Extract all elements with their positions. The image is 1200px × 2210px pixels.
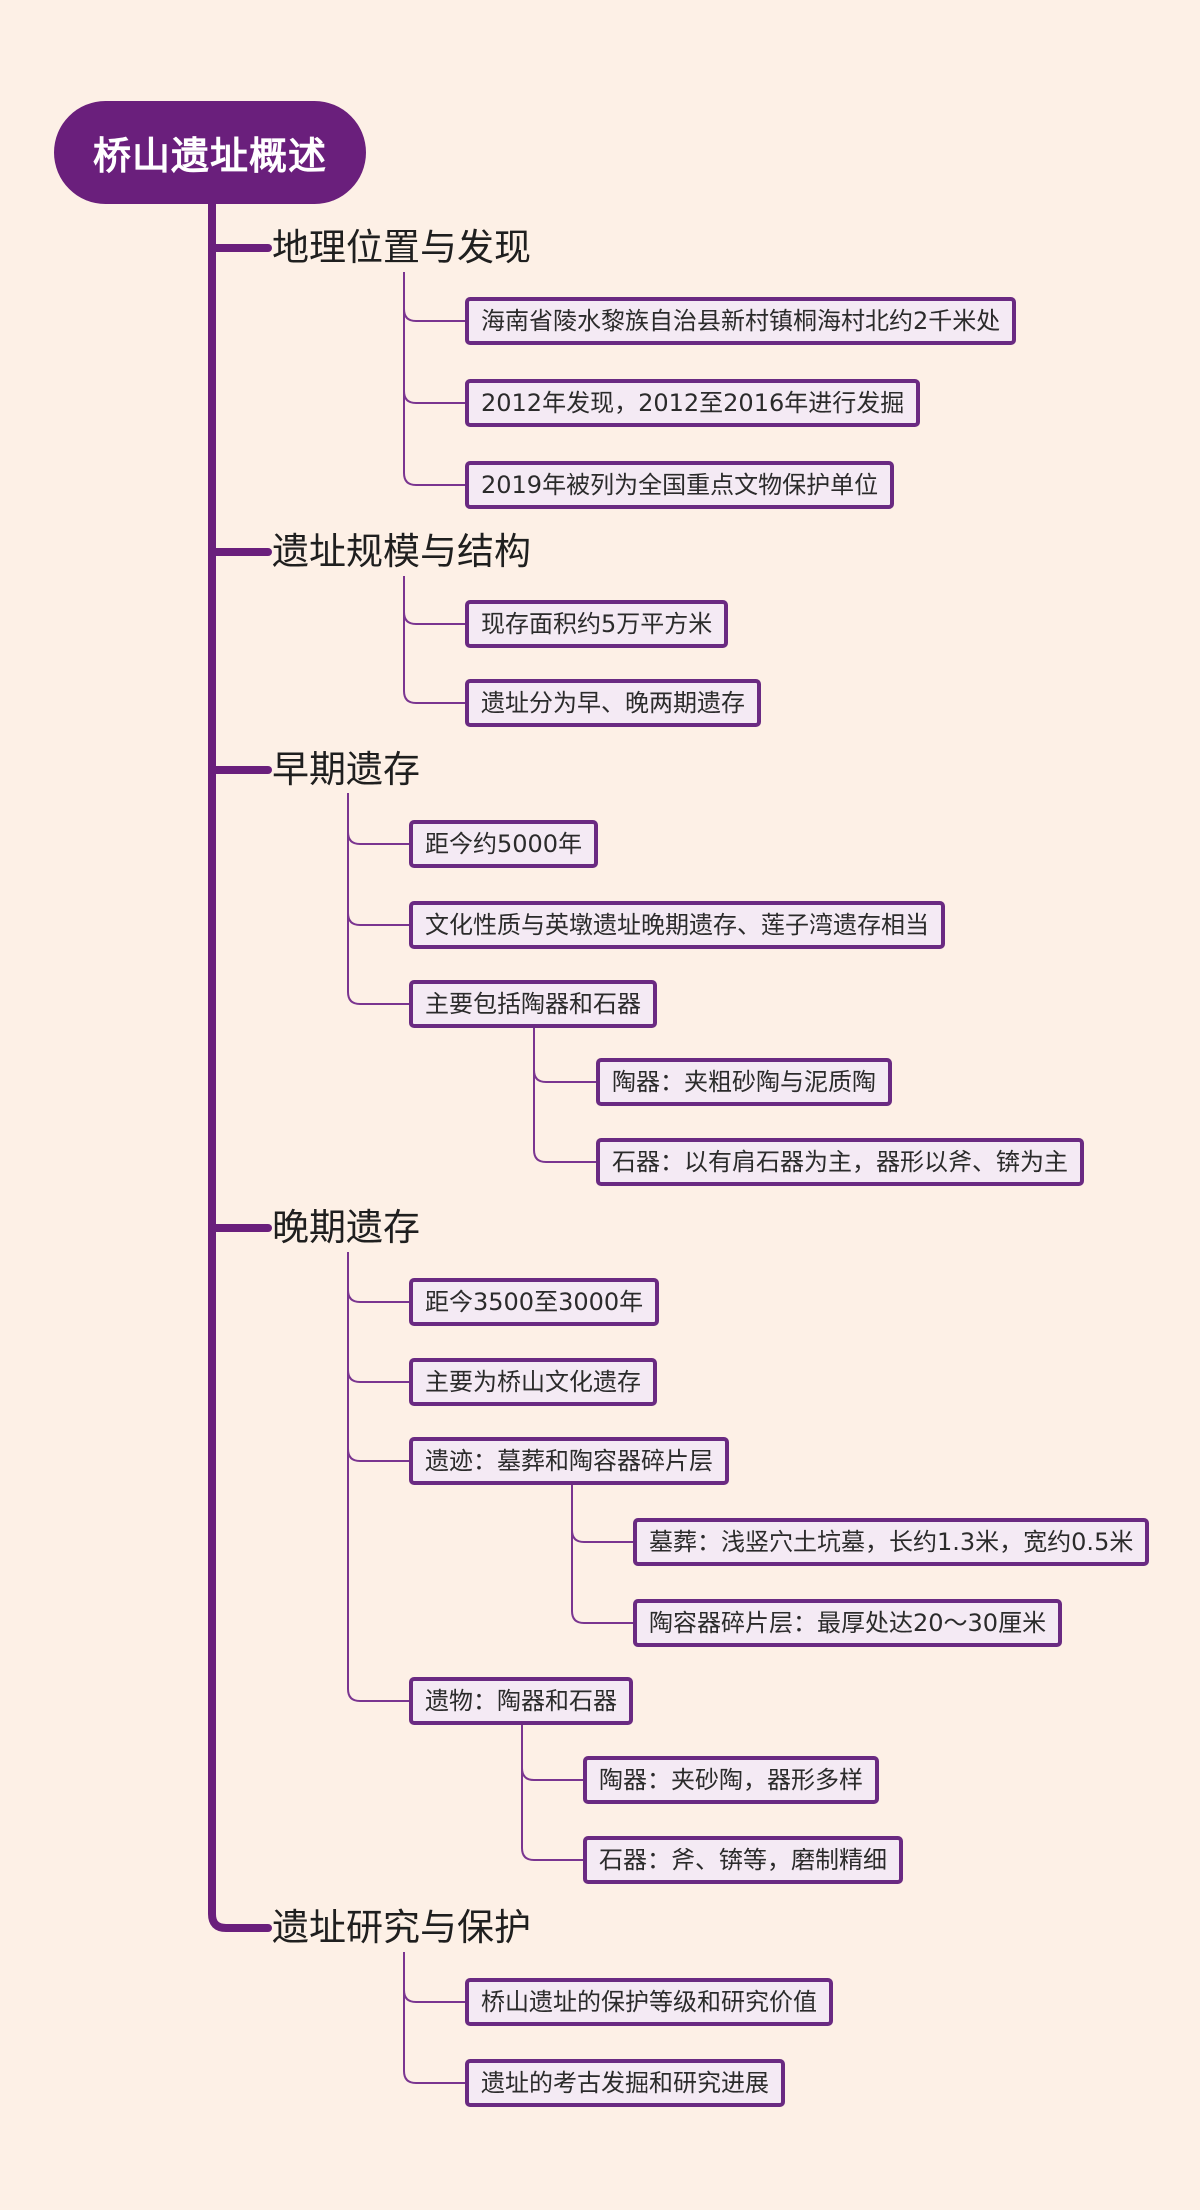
leaf-early-date: 距今约5000年 (409, 820, 599, 868)
connector-b3c2-branch-0 (571, 1529, 633, 1543)
connector-b3c2-elbow (571, 1485, 633, 1624)
connector-b3-branch-1 (347, 1369, 409, 1383)
leaf-early-artifacts: 主要包括陶器和石器 (409, 980, 657, 1028)
leaf-late-sherd-layer: 陶容器碎片层：最厚处达20～30厘米 (633, 1599, 1063, 1647)
connector-b2c2-elbow (533, 1028, 596, 1163)
connector-b4-branch-0 (403, 1989, 465, 2003)
connector-b0-branch-1 (403, 390, 465, 404)
leaf-late-features: 遗迹：墓葬和陶容器碎片层 (409, 1437, 729, 1485)
connector-b2-branch-1 (347, 912, 409, 926)
leaf-protection-status: 2019年被列为全国重点文物保护单位 (465, 461, 895, 509)
leaf-late-culture: 主要为桥山文化遗存 (409, 1358, 657, 1406)
connector-b2-branch-0 (347, 831, 409, 845)
branch-scale-structure: 遗址规模与结构 (272, 530, 531, 573)
branch-geography-discovery: 地理位置与发现 (272, 226, 531, 269)
connector-b3c3-elbow (521, 1725, 583, 1861)
leaf-late-pottery: 陶器：夹砂陶，器形多样 (583, 1756, 879, 1804)
leaf-discovery-excavation: 2012年发现，2012至2016年进行发掘 (465, 379, 921, 427)
connector-b3-branch-0 (347, 1289, 409, 1303)
connector-b1-elbow (403, 576, 465, 704)
connector-b1-branch-0 (403, 611, 465, 625)
leaf-late-relics: 遗物：陶器和石器 (409, 1677, 633, 1725)
trunk-line (208, 196, 272, 1932)
leaf-location: 海南省陵水黎族自治县新村镇桐海村北约2千米处 (465, 297, 1017, 345)
branch-research-protection: 遗址研究与保护 (272, 1906, 531, 1949)
leaf-late-date: 距今3500至3000年 (409, 1278, 660, 1326)
leaf-periods: 遗址分为早、晚两期遗存 (465, 679, 761, 727)
leaf-early-pottery: 陶器：夹粗砂陶与泥质陶 (596, 1058, 892, 1106)
connector-b3-elbow (347, 1252, 409, 1702)
leaf-area: 现存面积约5万平方米 (465, 600, 729, 648)
root-node: 桥山遗址概述 (54, 101, 366, 204)
connector-b2-elbow (347, 793, 409, 1005)
connector-b0-elbow (403, 272, 465, 486)
branch-late-remains: 晚期遗存 (272, 1206, 420, 1249)
leaf-research-progress: 遗址的考古发掘和研究进展 (465, 2059, 785, 2107)
leaf-early-stone-tools: 石器：以有肩石器为主，器形以斧、锛为主 (596, 1138, 1084, 1186)
leaf-late-tombs: 墓葬：浅竖穴土坑墓，长约1.3米，宽约0.5米 (633, 1518, 1150, 1566)
connector-b3c3-branch-0 (521, 1767, 583, 1781)
branch-early-remains: 早期遗存 (272, 748, 420, 791)
leaf-late-stone-tools: 石器：斧、锛等，磨制精细 (583, 1836, 903, 1884)
connector-layer (208, 196, 633, 2084)
connector-b4-elbow (403, 1952, 465, 2084)
connector-b2c2-branch-0 (533, 1069, 596, 1083)
connector-b0-branch-0 (403, 308, 465, 322)
leaf-protection-value: 桥山遗址的保护等级和研究价值 (465, 1978, 833, 2026)
leaf-early-culture: 文化性质与英墩遗址晚期遗存、莲子湾遗存相当 (409, 901, 945, 949)
connector-b3-branch-2 (347, 1448, 409, 1462)
